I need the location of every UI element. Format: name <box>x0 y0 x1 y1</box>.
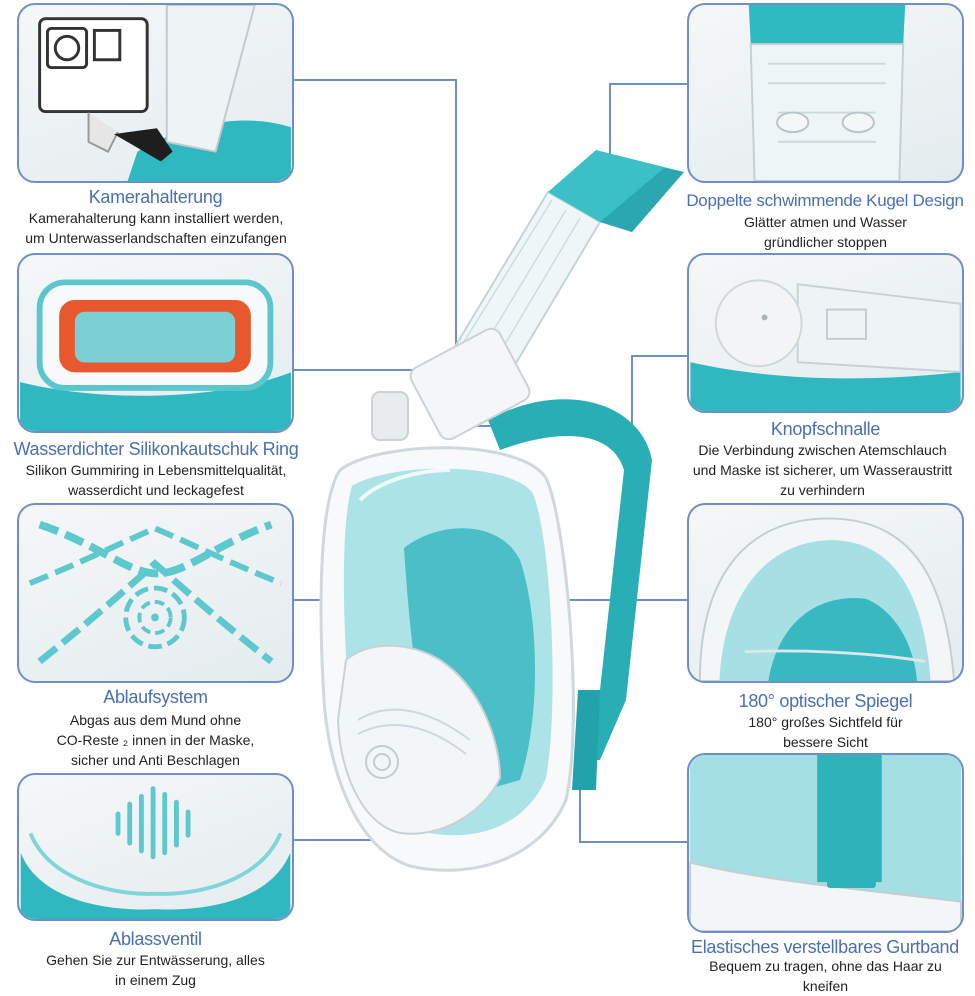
silicone-ring-image <box>20 279 291 431</box>
panel-button-buckle <box>687 253 964 413</box>
title-elastic-strap: Elastisches verstellbares Gurtband <box>691 937 959 957</box>
mask-strap <box>488 399 652 760</box>
snorkel-top <box>548 150 684 232</box>
button-buckle-image <box>690 279 962 411</box>
panel-silicone-ring <box>17 253 294 433</box>
title-camera-mount: Kamerahalterung <box>88 187 223 207</box>
double-ball-image <box>748 5 906 181</box>
panel-double-ball <box>687 3 964 183</box>
desc-optical-mirror: 180° großes Sichtfeld für bessere Sicht <box>748 714 903 750</box>
desc-drain-valve: Gehen Sie zur Entwässerung, alles in ein… <box>46 952 265 988</box>
connector-camera <box>294 79 457 352</box>
desc-silicone-ring: Silikon Gummiring in Lebensmittelqualitä… <box>25 462 287 498</box>
desc-double-ball: Glätter atmen und Wasser gründlicher sto… <box>744 214 907 250</box>
desc-camera-mount: Kamerahalterung kann installiert werden,… <box>25 210 287 246</box>
title-double-ball: Doppelte schwimmende Kugel Design <box>686 191 964 210</box>
panel-drain-system <box>17 503 294 683</box>
camera-mount-image <box>38 5 291 181</box>
optical-mirror-image <box>698 517 956 681</box>
panel-elastic-strap <box>687 753 964 933</box>
mask-chin <box>336 644 502 835</box>
panel-drain-valve <box>17 773 294 921</box>
panel-optical-mirror <box>687 503 964 683</box>
title-drain-valve: Ablassventil <box>109 929 202 949</box>
drain-system-image <box>28 520 283 665</box>
desc-button-buckle: Die Verbindung zwischen Atemschlauch und… <box>692 442 953 498</box>
title-silicone-ring: Wasserdichter Silikonkautschuk Ring <box>13 439 299 459</box>
desc-elastic-strap: Bequem zu tragen, ohne das Haar zu kneif… <box>709 958 942 994</box>
drain-valve-image <box>20 786 291 919</box>
desc-drain-system: Abgas aus dem Mund ohne CO-Reste ₂ innen… <box>56 712 255 768</box>
elastic-strap-image <box>689 755 962 931</box>
title-drain-system: Ablaufsystem <box>103 687 208 707</box>
panel-camera-mount <box>17 3 294 183</box>
title-optical-mirror: 180° optischer Spiegel <box>738 691 913 711</box>
title-button-buckle: Knopfschnalle <box>770 419 881 439</box>
